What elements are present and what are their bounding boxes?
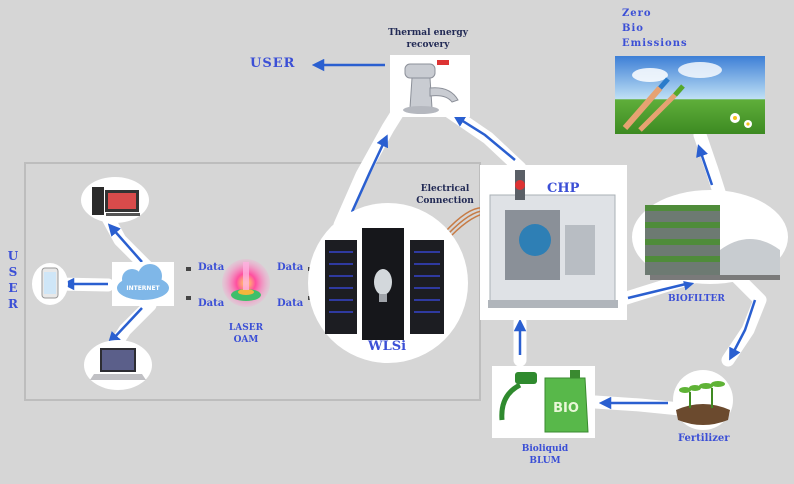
- bioliquid-blum-label: Bioliquid BLUM: [521, 444, 569, 466]
- arrow-internet-to-laptop: [107, 307, 143, 345]
- fertilizer-label: Fertilizer: [678, 433, 730, 444]
- arrow-wlsi-to-faucet: [350, 134, 389, 213]
- data-label-3: Data: [277, 262, 304, 273]
- internet-label: INTERNET: [126, 285, 160, 292]
- user-left-label: USER: [7, 249, 19, 311]
- bio-jerrycan-icon: BIO: [492, 366, 595, 438]
- data-label-1: Data: [198, 262, 225, 273]
- faucet-icon: [390, 55, 470, 117]
- fertilizer-sprout-icon: [673, 370, 733, 430]
- user-top-label: USER: [250, 56, 296, 71]
- arrow-chp-to-faucet: [452, 114, 516, 161]
- desktop-computer-icon: [81, 177, 149, 223]
- chp-label: CHP: [547, 181, 580, 196]
- server-rack-icon: [308, 203, 468, 363]
- arrow-internet-to-desktop: [107, 223, 143, 263]
- arrow-chp-to-biofilter: [627, 278, 697, 300]
- green-building-icon: [632, 190, 788, 284]
- wlsi-label: WLSi: [368, 339, 407, 354]
- electrical-connection-label: Electrical Connection: [416, 184, 474, 206]
- laser-icon: [222, 259, 270, 307]
- emissions-word: Emissions: [622, 38, 688, 49]
- zero-word: Zero: [622, 8, 652, 19]
- bio-can-label: BIO: [553, 401, 579, 416]
- data-label-2: Data: [198, 298, 225, 309]
- flow-arrows: [61, 58, 757, 410]
- laser-oam-label: LASER OAM: [228, 323, 264, 345]
- smartphone-icon: [32, 263, 68, 305]
- laptop-icon: [84, 340, 152, 390]
- bio-word: Bio: [622, 23, 644, 34]
- arrow-biofilter-to-fertilizer: [729, 299, 757, 361]
- zero-bio-emissions-label: Zero Bio Emissions: [622, 6, 688, 51]
- cloud-icon: INTERNET: [112, 262, 174, 306]
- landscape-painting-icon: [615, 56, 765, 134]
- arrow-biofilter-to-zero-emissions: [696, 144, 714, 186]
- chp-unit-icon: [480, 165, 627, 320]
- thermal-energy-recovery-label: Thermal energy recovery: [388, 28, 468, 50]
- data-label-4: Data: [277, 298, 304, 309]
- biofilter-label: BIOFILTER: [668, 294, 725, 304]
